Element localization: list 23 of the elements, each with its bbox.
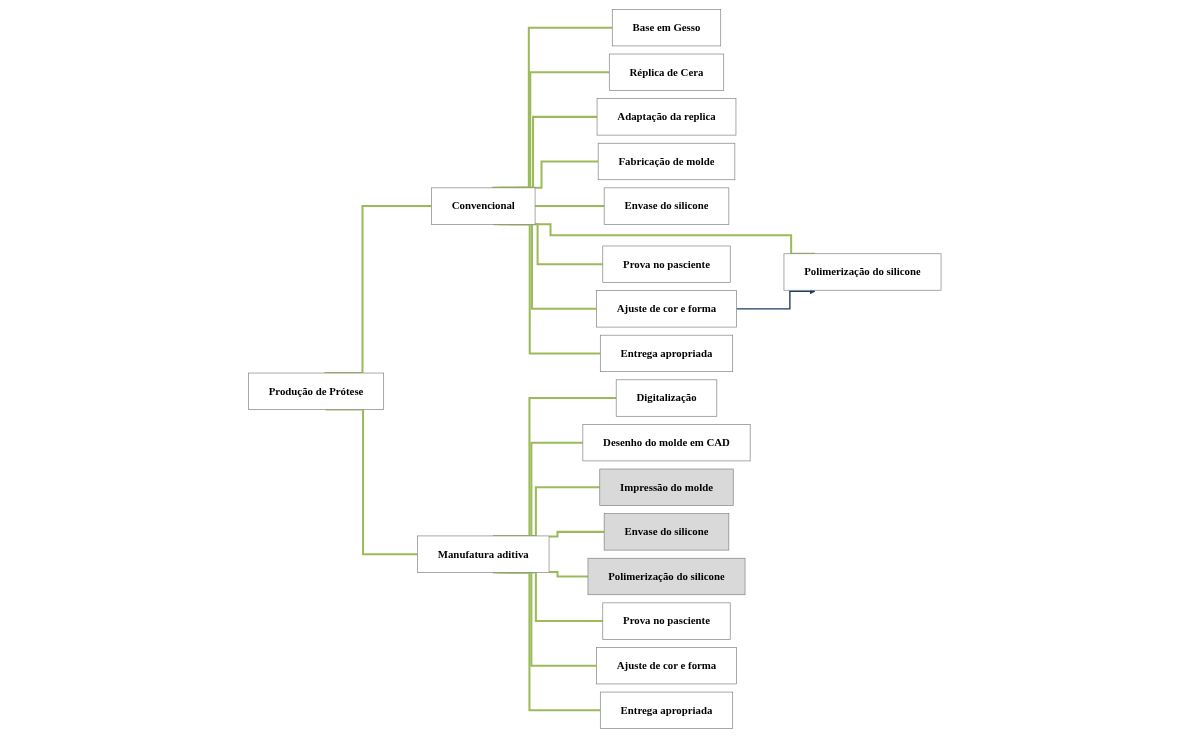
node-box: Desenho do molde em CAD	[582, 423, 751, 461]
node-box: Fabricação de molde	[598, 142, 736, 180]
node-box: Base em Gesso	[612, 8, 722, 46]
node-box: Impressão do molde	[599, 468, 734, 506]
node-box: Convencional	[431, 187, 536, 225]
connector	[549, 530, 605, 537]
node-box: Réplica de Cera	[609, 53, 725, 91]
connector	[549, 570, 589, 577]
node-box: Produção de Prótese	[248, 372, 385, 410]
node-box: Envase do silicone	[604, 512, 730, 550]
node-box: Polimerização do silicone	[783, 252, 942, 291]
node-box: Adaptação da replica	[597, 97, 737, 135]
node-box: Entrega apropriada	[600, 691, 734, 729]
connector	[535, 204, 605, 207]
node-box: Ajuste de cor e forma	[596, 646, 738, 684]
node-box: Ajuste de cor e forma	[596, 289, 738, 327]
node-box: Envase do silicone	[604, 187, 730, 225]
node-box: Digitalização	[616, 378, 718, 417]
node-box: Polimerização do silicone	[587, 557, 746, 595]
node-box: Prova no pasciente	[602, 602, 731, 640]
node-box: Entrega apropriada	[600, 334, 734, 372]
node-box: Prova no pasciente	[602, 245, 731, 283]
node-box: Manufatura aditiva	[417, 535, 550, 573]
